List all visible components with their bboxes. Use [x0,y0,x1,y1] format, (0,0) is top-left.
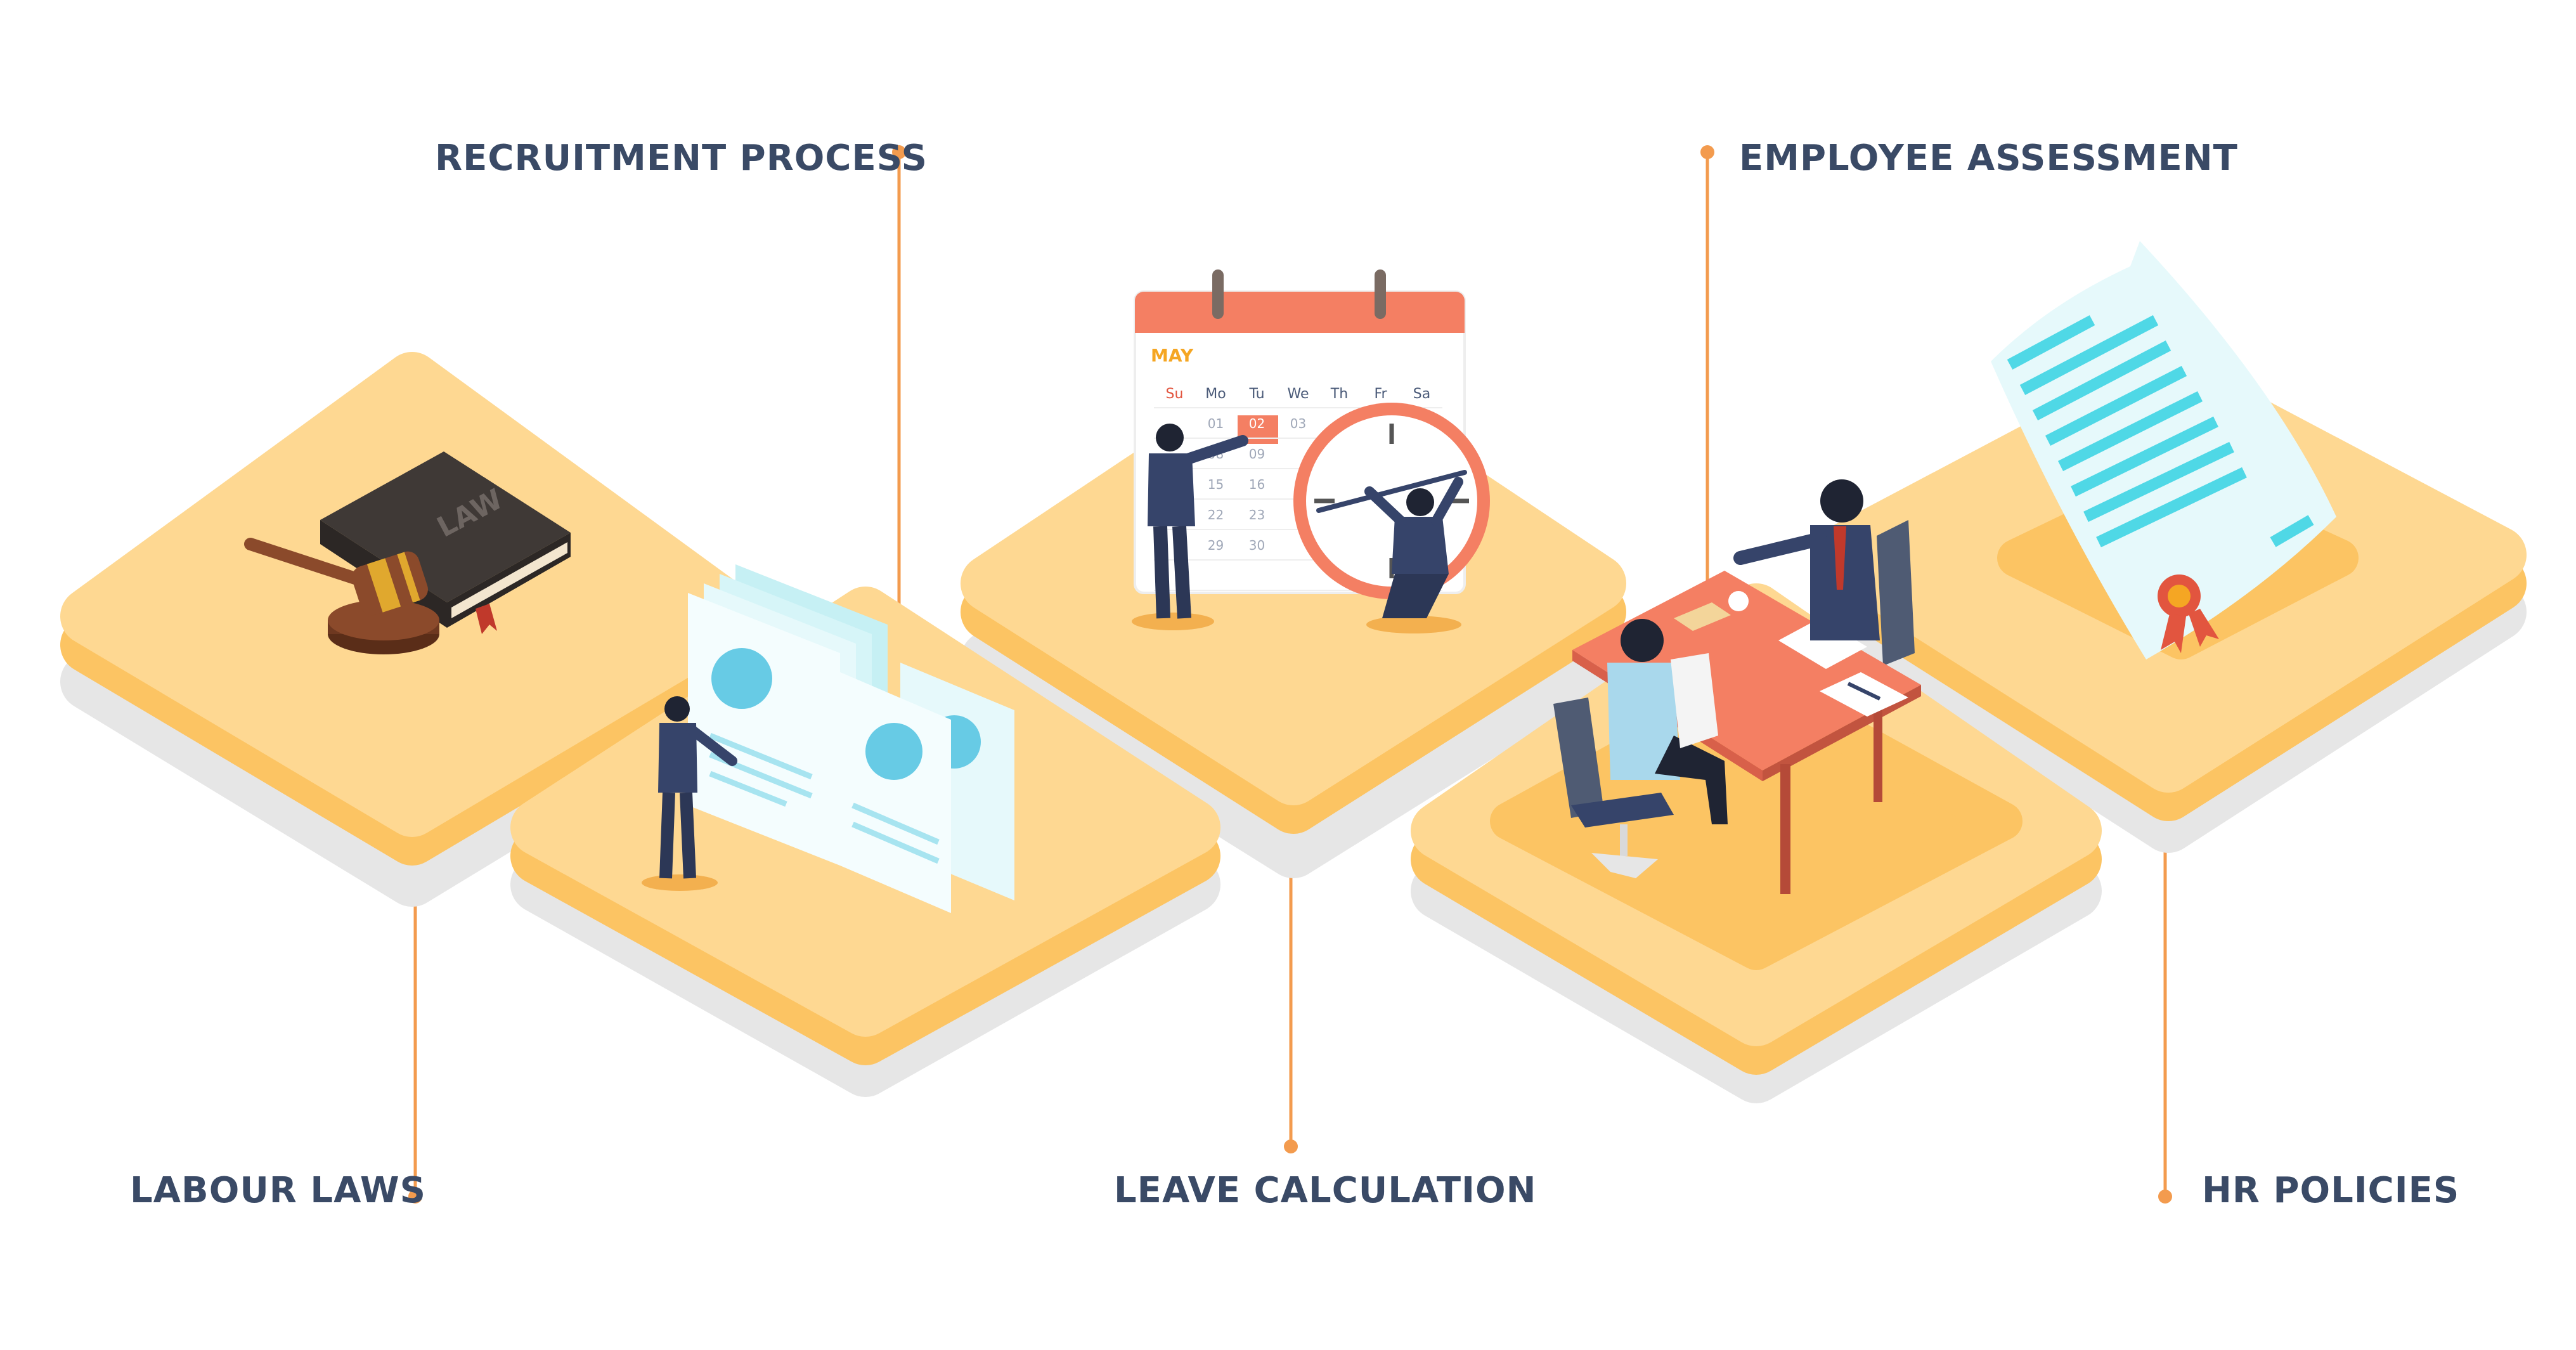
calendar-date: 01 [1208,416,1224,431]
person-employee [1607,619,1728,824]
clock-icon [1293,403,1490,599]
label-employee-assessment: EMPLOYEE ASSESSMENT [1739,138,2238,179]
person-clock [1364,477,1463,633]
office-chair-employee [1553,698,1674,878]
calendar-date: 30 [1249,538,1265,553]
tile-recruitment [510,564,1220,1097]
calendar-weekday: We [1288,386,1309,402]
tile-employee-assessment [1411,479,2102,1103]
policy-document-icon [1991,241,2336,659]
connector-dot-recruit [892,145,906,159]
label-labour-laws: LABOUR LAWS [130,1170,427,1211]
label-leave-calculation: LEAVE CALCULATION [1114,1170,1537,1211]
gavel-icon [244,538,439,654]
calendar-date: 03 [1290,416,1306,431]
calendar-date: 22 [1208,507,1224,522]
resume-stack-icon [688,564,1014,913]
person-manager [1733,479,1880,640]
tile-hr-policies [1810,241,2527,853]
person-recruiter [642,696,737,891]
connector-dot-labour [408,1190,422,1204]
calendar-weekday: Tu [1248,386,1264,402]
calendar-weekday: Th [1330,386,1348,402]
calendar-weekday: Sa [1413,386,1430,402]
calendar-weekday: Fr [1374,386,1387,402]
calendar-date: 29 [1208,538,1224,553]
desk-icon [1572,571,1921,894]
connector-dot-leave [1284,1139,1298,1153]
calendar-weekday: Mo [1205,386,1226,402]
calendar-date: 15 [1208,477,1224,492]
calendar-date: 02 [1249,416,1265,431]
calendar-weekday: Su [1166,386,1184,402]
label-hr-policies: HR POLICIES [2202,1170,2460,1211]
connector-dot-assess [1700,145,1714,159]
tile-leave-calculation: MAY SuMoTuWeThFrSa0102030809151622232930 [961,269,1626,878]
connector-dot-hr [2158,1190,2172,1204]
office-chair-manager [1877,520,1915,666]
person-calendar [1132,424,1248,630]
calendar-date: 23 [1249,507,1265,522]
label-recruitment-process: RECRUITMENT PROCESS [435,138,928,179]
calendar-month: MAY [1151,345,1194,366]
calendar-date: 16 [1249,477,1265,492]
calendar-date: 09 [1249,446,1265,462]
